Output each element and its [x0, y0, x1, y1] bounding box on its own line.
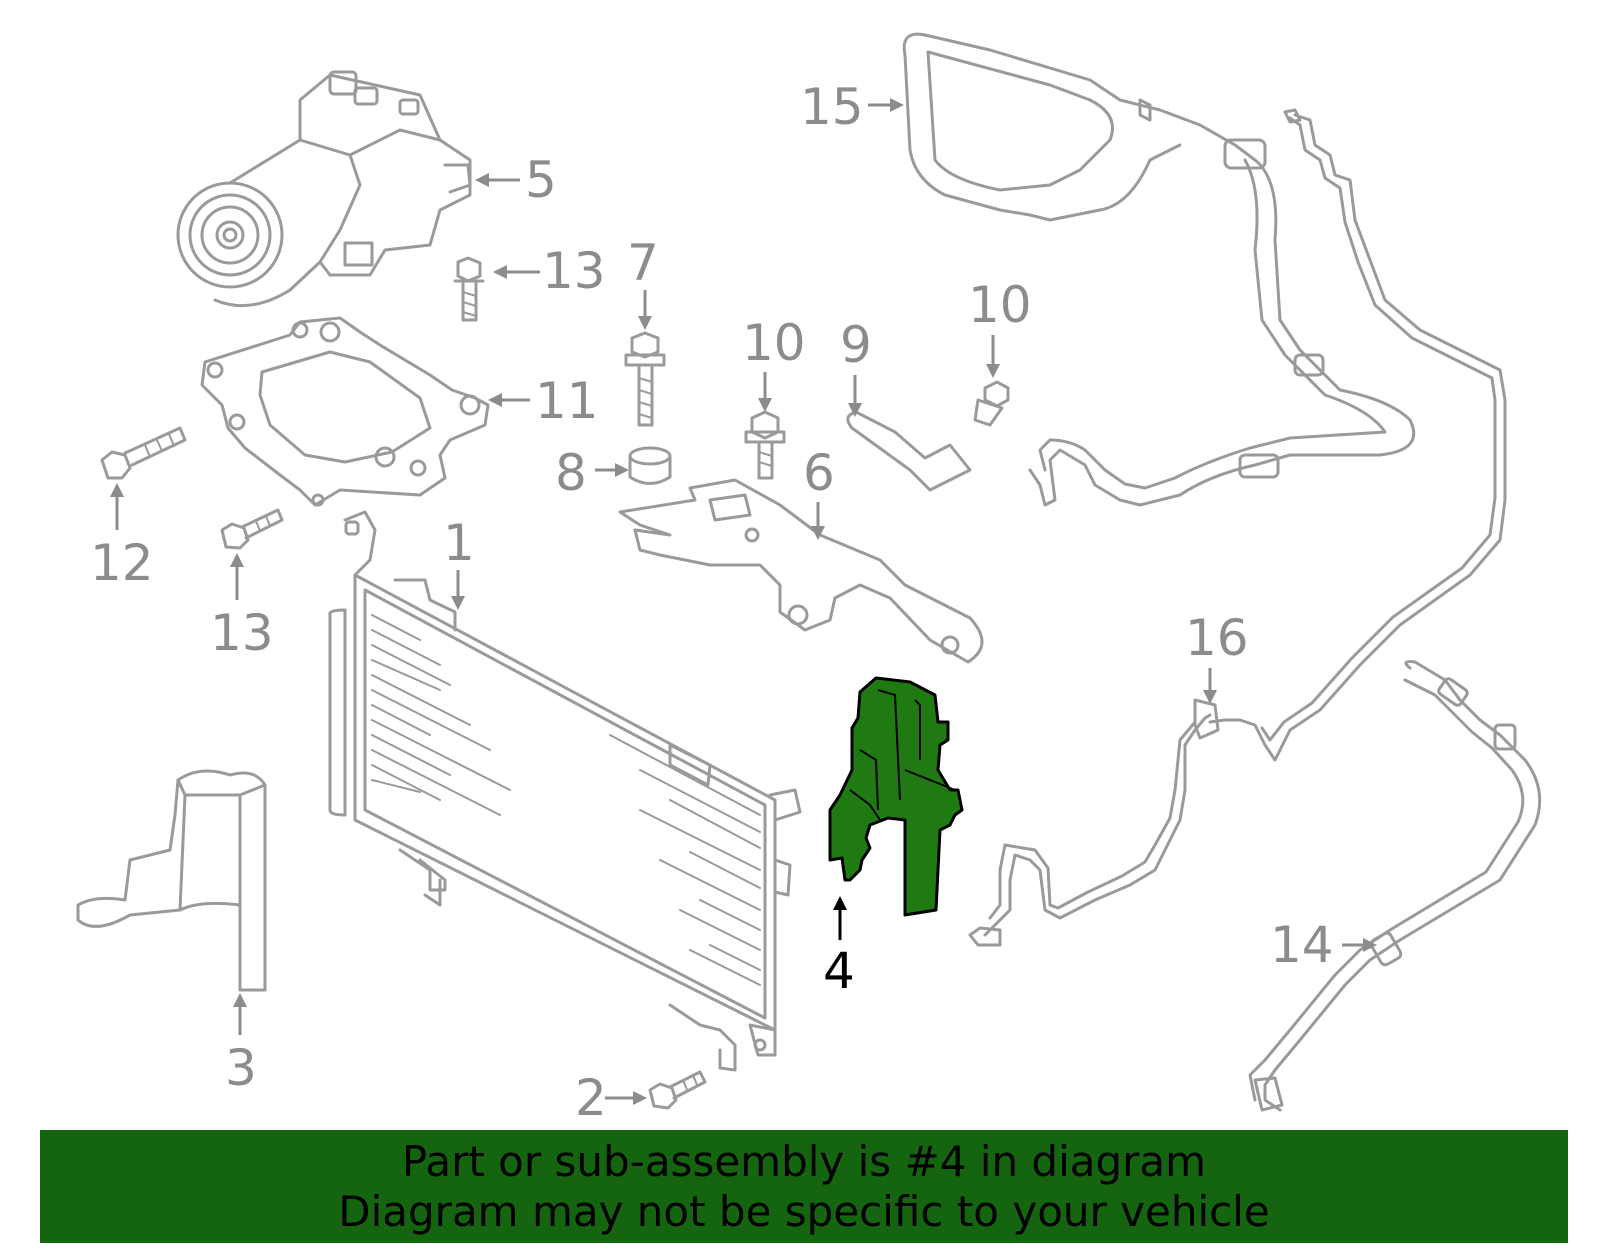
callout-3: 3	[225, 1039, 257, 1097]
part-8-grommet[interactable]	[628, 446, 672, 485]
callout-6: 6	[803, 444, 835, 502]
part-13-bolt-lower[interactable]	[220, 508, 284, 550]
part-2-bolt[interactable]	[648, 1070, 707, 1110]
callout-12: 12	[90, 534, 154, 592]
part-14-hose[interactable]	[1248, 660, 1542, 1112]
callout-11: 11	[535, 372, 599, 430]
part-16-line[interactable]	[968, 108, 1507, 947]
callout-15: 15	[800, 78, 864, 136]
callout-2: 2	[575, 1069, 607, 1127]
part-10-bolt-middle[interactable]	[744, 410, 786, 480]
info-banner: Part or sub-assembly is #4 in diagram Di…	[40, 1130, 1568, 1243]
callout-10-right: 10	[968, 276, 1032, 334]
part-7-bolt[interactable]	[624, 331, 666, 427]
leader-lines	[110, 98, 1377, 1105]
part-13-bolt-upper[interactable]	[453, 256, 485, 322]
part-4-air-guide-highlighted[interactable]	[828, 676, 964, 917]
part-6-mounting-bracket[interactable]	[618, 478, 984, 664]
part-9-small-bracket[interactable]	[846, 410, 972, 492]
callout-14: 14	[1270, 916, 1334, 974]
part-5-compressor[interactable]	[176, 70, 472, 308]
callout-13-upper: 13	[542, 242, 606, 300]
part-3-air-deflector[interactable]	[76, 769, 267, 992]
banner-line-1: Part or sub-assembly is #4 in diagram	[401, 1136, 1207, 1186]
callout-8: 8	[555, 444, 587, 502]
callout-9: 9	[840, 316, 872, 374]
part-12-bolt[interactable]	[100, 426, 187, 480]
callout-16: 16	[1185, 609, 1249, 667]
banner-line-2: Diagram may not be specific to your vehi…	[338, 1186, 1270, 1236]
part-10-bolt-right[interactable]	[973, 380, 1010, 427]
callout-4: 4	[823, 942, 855, 1000]
info-banner-background	[40, 1130, 1568, 1243]
callout-1: 1	[443, 514, 475, 572]
callout-7: 7	[627, 234, 659, 292]
callout-13-lower: 13	[210, 604, 274, 662]
callout-labels: 15 5 13 7 10 9 10 11 8 6 12 13 1 16 3 2 …	[90, 78, 1334, 1127]
callout-10-middle: 10	[742, 314, 806, 372]
callout-5: 5	[525, 151, 557, 209]
part-11-compressor-bracket[interactable]	[200, 316, 490, 507]
part-1-condenser[interactable]	[328, 510, 802, 1072]
part-15-hose[interactable]	[902, 32, 1416, 507]
